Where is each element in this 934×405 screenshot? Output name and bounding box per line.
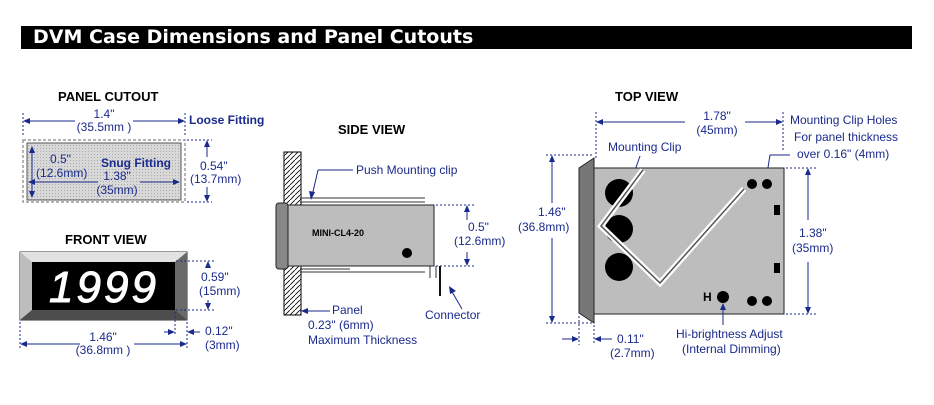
front-view-height-dimension [176, 260, 214, 311]
loose-fitting-label: Loose Fitting [189, 113, 264, 127]
top-view-inner-in: 1.38" [799, 226, 827, 240]
panel-cutout-height-mm: (13.7mm) [190, 172, 241, 186]
side-view-heading: SIDE VIEW [338, 122, 406, 137]
hi-brightness-label-1: Hi-brightness Adjust [676, 327, 783, 341]
clip-holes-label-2: For panel thickness [794, 130, 898, 144]
front-view-bezel-mm: (3mm) [205, 338, 240, 352]
panel-cutout-width-in: 1.4" [94, 107, 115, 121]
display-digits: 1999 [49, 263, 159, 312]
top-view-height-in: 1.46" [538, 205, 566, 219]
top-view-depth-mm: (45mm) [696, 123, 737, 137]
push-clip-label: Push Mounting clip [356, 163, 458, 177]
panel-cutout-width-mm: (35.5mm ) [77, 120, 132, 134]
panel-cutout-width-dimension [22, 113, 186, 137]
top-view-height-dimension [546, 154, 593, 324]
panel-cutout-inner-height-dimension [29, 146, 35, 198]
top-view-heading: TOP VIEW [615, 89, 679, 104]
side-view-case [275, 197, 441, 296]
front-view-width-dimension [19, 322, 188, 348]
panel-cutout-inner-height-mm: (12.6mm) [36, 166, 87, 180]
clip-holes-label-1: Mounting Clip Holes [790, 113, 897, 127]
h-mark: H [703, 290, 712, 304]
panel-cutout-outline [22, 139, 186, 203]
panel-label: Panel [332, 303, 363, 317]
side-view-height-mm: (12.6mm) [454, 234, 505, 248]
top-view-case [578, 157, 785, 324]
panel-cutout-inner-width-mm: (35mm) [96, 183, 137, 197]
front-view-height-mm: (15mm) [199, 284, 240, 298]
front-view-bezel-in: 0.12" [205, 324, 233, 338]
top-view-bezel-in: 0.11" [617, 332, 644, 346]
mounting-clip-label: Mounting Clip [608, 140, 682, 154]
title-bar: DVM Case Dimensions and Panel Cutouts [21, 26, 912, 49]
panel-cutout-inner-height-in: 0.5" [50, 152, 71, 166]
top-view-depth-dimension [595, 112, 784, 160]
side-view-height-in: 0.5" [468, 220, 489, 234]
front-view-width-mm: (36.8mm ) [76, 343, 131, 357]
clip-holes-label-3: over 0.16" (4mm) [797, 147, 889, 161]
front-view-bezel [19, 251, 188, 321]
panel-cutout-height-dimension [187, 139, 212, 203]
front-view-width-in: 1.46" [89, 330, 117, 344]
panel-cutout-inner-width-in: 1.38" [103, 169, 131, 183]
panel-thickness-label: 0.23" (6mm) [308, 318, 374, 332]
top-view-inner-mm: (35mm) [792, 241, 833, 255]
panel-cutout-heading: PANEL CUTOUT [58, 89, 158, 104]
panel-cutout-inner-width-dimension [28, 179, 180, 185]
page-title: DVM Case Dimensions and Panel Cutouts [33, 26, 474, 48]
case-model-label: MINI-CL4-20 [312, 228, 364, 238]
max-thickness-label: Maximum Thickness [308, 333, 417, 347]
hi-brightness-label-2: (Internal Dimming) [682, 342, 781, 356]
front-view-heading: FRONT VIEW [65, 232, 147, 247]
top-view-bezel-dimension [562, 316, 612, 345]
connector-label: Connector [425, 308, 480, 322]
top-view-inner-dimension [786, 167, 818, 315]
snug-fitting-label: Snug Fitting [101, 156, 171, 170]
front-view-bezel-dimension [164, 312, 200, 336]
top-view-bezel-mm: (2.7mm) [610, 346, 655, 360]
panel-cutout-height-in: 0.54" [200, 159, 228, 173]
side-view-height-dimension [436, 204, 476, 267]
front-view-height-in: 0.59" [201, 270, 229, 284]
top-view-height-mm: (36.8mm) [518, 220, 569, 234]
top-view-depth-in: 1.78" [703, 109, 731, 123]
